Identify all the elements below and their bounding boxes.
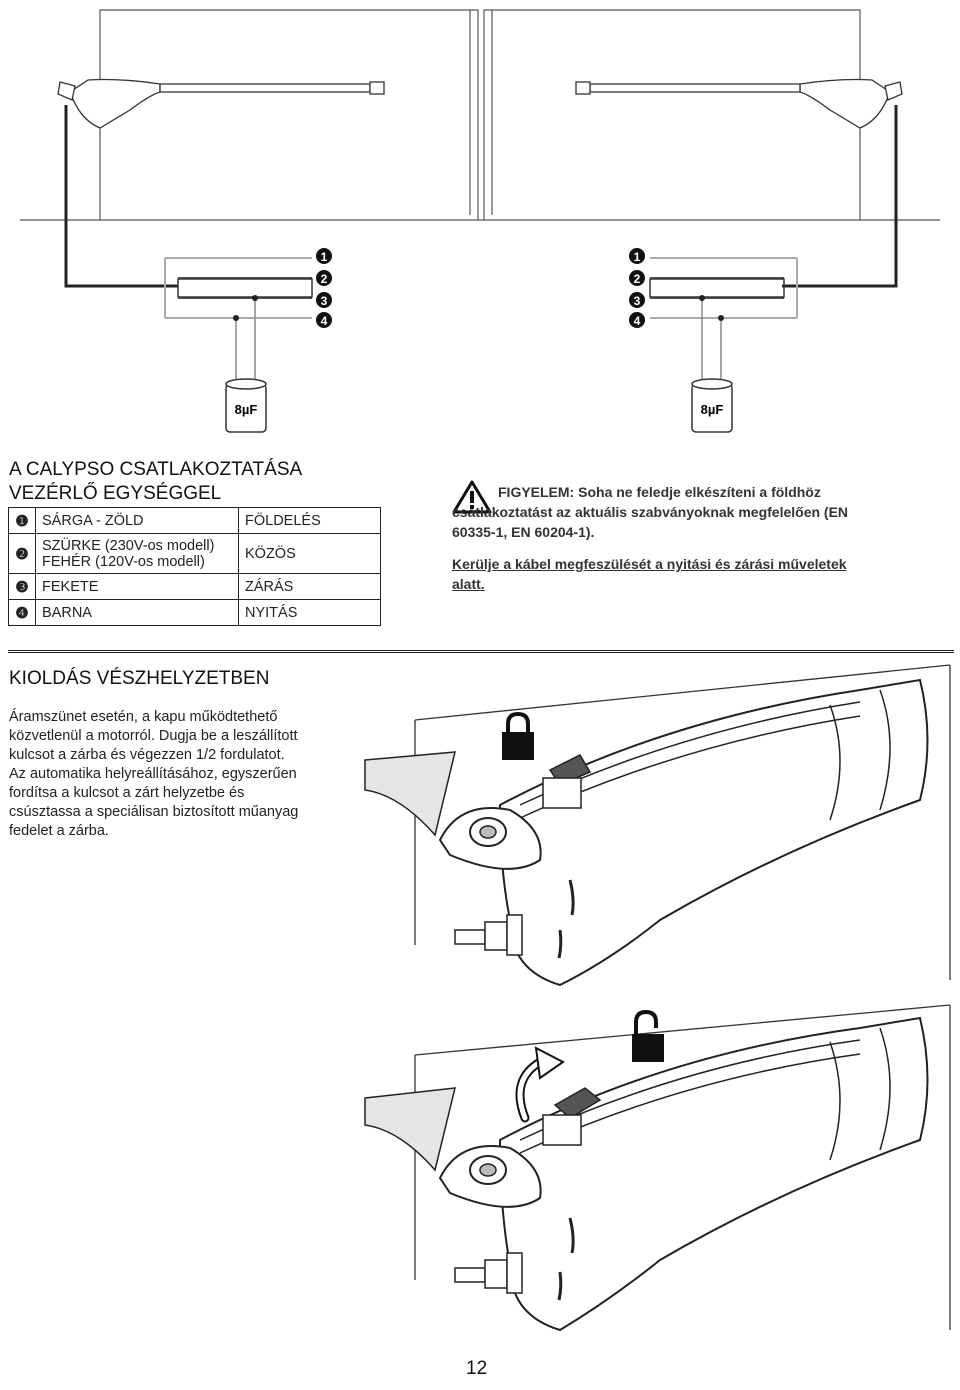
release-instructions: Áramszünet esetén, a kapu működtethető k… [9, 708, 349, 841]
row-number: ❹ [8, 599, 36, 626]
left-capacitor: 8µF [225, 378, 267, 433]
left-terminal-block [164, 257, 313, 385]
table-row: ❹ BARNA NYITÁS [8, 599, 381, 626]
wire-color: BARNA [35, 599, 239, 626]
rotate-arrow-icon [515, 1046, 565, 1123]
terminal-label: 3 [634, 294, 641, 308]
right-terminal-block [649, 257, 798, 385]
wire-color: SZÜRKE (230V-os modell) FEHÉR (120V-os m… [35, 533, 239, 574]
warning-icon [452, 480, 492, 514]
connection-title-line2: VEZÉRLŐ EGYSÉGGEL [9, 483, 222, 504]
right-capacitor: 8µF [691, 378, 733, 433]
table-row: ❸ FEKETE ZÁRÁS [8, 573, 381, 600]
release-line: csúsztassa a speciálisan biztosított műa… [9, 804, 299, 820]
wire-function: ZÁRÁS [238, 573, 381, 600]
capacitor-label: 8µF [235, 402, 258, 417]
row-number: ❸ [8, 573, 36, 600]
capacitor-label: 8µF [701, 402, 724, 417]
warning-text-2: csatlakoztatást az aktuális szabványokna… [452, 504, 849, 520]
warning-block: FIGYELEM: Soha ne feledje elkészíteni a … [452, 482, 922, 594]
release-line: fordítsa a kulcsot a zárt helyzetbe és [9, 785, 245, 801]
connection-title-line1: A CALYPSO CSATLAKOZTATÁSA [9, 459, 303, 480]
right-actuator [575, 78, 903, 129]
terminal-label: 3 [321, 294, 328, 308]
motor-unlocked-illustration [364, 1004, 951, 1332]
warning-label: FIGYELEM: [498, 484, 575, 500]
row-number: ❷ [8, 533, 36, 574]
padlock-unlocked-icon [632, 1009, 664, 1062]
terminal-label: 1 [321, 250, 328, 264]
terminal-label: 2 [321, 272, 328, 286]
wire-function: FÖLDELÉS [238, 507, 381, 534]
wire-function: NYITÁS [238, 599, 381, 626]
warning-underline-2: alatt. [452, 576, 485, 592]
release-title: KIOLDÁS VÉSZHELYZETBEN [9, 668, 270, 689]
wire-function: KÖZÖS [238, 533, 381, 574]
warning-underline-1: Kerülje a kábel megfeszülését a nyitási … [452, 556, 847, 572]
table-row: ❷ SZÜRKE (230V-os modell) FEHÉR (120V-os… [8, 533, 381, 574]
right-terminal-numbers: 1 2 3 4 [629, 248, 645, 328]
release-line: fedelet a zárba. [9, 823, 109, 839]
wiring-diagram: 1 2 3 4 8µF 1 2 3 4 8µF [20, 9, 940, 433]
table-row: ❶ SÁRGA - ZÖLD FÖLDELÉS [8, 507, 381, 534]
left-terminal-numbers: 1 2 3 4 [316, 248, 332, 328]
terminal-label: 2 [634, 272, 641, 286]
motor-locked-illustration [364, 664, 951, 987]
warning-text-1: Soha ne feledje elkészíteni a földhöz [578, 484, 821, 500]
wire-color-line1: SZÜRKE (230V-os modell) [42, 537, 215, 554]
wire-color: SÁRGA - ZÖLD [35, 507, 239, 534]
release-line: Az automatika helyreállításához, egyszer… [9, 766, 297, 782]
left-actuator [57, 78, 385, 129]
page-number: 12 [466, 1358, 488, 1379]
wire-color: FEKETE [35, 573, 239, 600]
release-line: kulcsot a zárba és végezzen 1/2 fordulat… [9, 747, 285, 763]
row-number: ❶ [8, 507, 36, 534]
padlock-locked-icon [502, 711, 534, 760]
section-divider [8, 650, 954, 656]
warning-text-3: 60335-1, EN 60204-1). [452, 524, 595, 540]
wire-color-line2: FEHÉR (120V-os modell) [42, 553, 205, 570]
release-line: közvetlenül a motorról. Dugja be a leszá… [9, 728, 298, 744]
terminal-label: 4 [321, 314, 328, 328]
release-line: Áramszünet esetén, a kapu működtethető [9, 709, 278, 725]
wire-color-table: ❶ SÁRGA - ZÖLD FÖLDELÉS ❷ SZÜRKE (230V-o… [8, 507, 381, 626]
terminal-label: 4 [634, 314, 641, 328]
connection-title: A CALYPSO CSATLAKOZTATÁSA VEZÉRLŐ EGYSÉG… [9, 458, 302, 506]
terminal-label: 1 [634, 250, 641, 264]
